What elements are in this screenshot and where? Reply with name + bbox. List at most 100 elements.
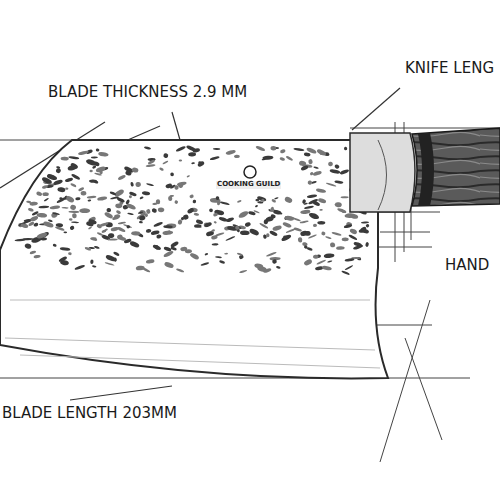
hammer-mark: [329, 169, 340, 175]
hammer-mark: [271, 198, 276, 203]
hammer-mark: [271, 209, 275, 212]
hammer-mark: [65, 177, 74, 183]
hammer-mark: [90, 237, 98, 242]
handle-ring: [418, 133, 434, 206]
hammer-mark: [190, 253, 196, 257]
hammer-mark: [219, 260, 226, 265]
hammer-mark: [225, 236, 235, 241]
hammer-mark: [179, 159, 183, 161]
hammer-mark: [108, 239, 118, 241]
hammer-mark: [147, 159, 155, 165]
hammer-mark: [244, 222, 251, 228]
hammer-mark: [312, 170, 322, 176]
hammer-mark: [365, 242, 369, 247]
hammer-mark: [91, 156, 98, 158]
hammer-mark: [144, 146, 151, 150]
hammer-mark: [85, 158, 97, 166]
hammer-mark: [88, 226, 92, 230]
hammer-mark: [24, 243, 32, 250]
hammer-mark: [170, 246, 177, 251]
hammer-mark: [89, 179, 97, 183]
hammer-mark: [276, 266, 281, 270]
hammer-mark: [361, 228, 370, 235]
hammer-mark: [92, 165, 97, 169]
hammer-mark: [274, 197, 279, 200]
hammer-mark: [185, 249, 192, 253]
hammer-mark: [318, 197, 327, 204]
hammer-mark: [187, 207, 195, 214]
hammer-mark: [146, 209, 151, 214]
guide-lines: [0, 122, 500, 462]
hammer-mark: [57, 187, 66, 193]
hammer-mark: [106, 208, 111, 213]
hammer-mark: [108, 233, 115, 238]
hammer-mark: [170, 241, 179, 249]
hammer-mark: [55, 168, 61, 174]
bolster-curve: [378, 140, 387, 210]
hammer-mark: [146, 229, 152, 233]
hammer-mark: [52, 212, 60, 216]
hammer-mark: [313, 224, 317, 228]
hammer-mark: [104, 228, 108, 232]
hammered-texture: [15, 144, 374, 275]
hammer-mark: [84, 246, 91, 251]
hammer-mark: [47, 173, 56, 179]
hammer-mark: [237, 252, 244, 256]
hammer-mark: [58, 256, 67, 263]
hammer-mark: [272, 259, 278, 265]
hammer-mark: [215, 256, 222, 259]
hammer-mark: [129, 240, 140, 248]
hammer-mark: [308, 198, 319, 205]
hammer-mark: [334, 202, 342, 208]
hammer-mark: [342, 237, 349, 241]
hammer-mark: [269, 230, 278, 237]
hammer-mark: [36, 191, 43, 197]
hammer-mark: [60, 247, 71, 251]
hammer-mark: [255, 145, 265, 152]
hammer-mark: [313, 254, 319, 259]
hammer-mark: [188, 152, 196, 157]
hammer-mark: [78, 150, 89, 156]
hammer-mark: [326, 182, 337, 187]
hammer-mark: [126, 203, 137, 210]
hammer-mark: [331, 231, 341, 236]
hammer-mark: [53, 179, 64, 186]
hammer-mark: [353, 244, 364, 250]
hammer-mark: [127, 212, 134, 215]
dimension-label: HAND: [445, 257, 489, 274]
hammer-mark: [96, 224, 102, 229]
hammer-mark: [349, 228, 358, 235]
hammer-mark: [129, 195, 132, 198]
hammer-mark: [257, 195, 267, 202]
hammer-mark: [48, 219, 53, 223]
hammer-mark: [170, 172, 174, 176]
hammer-mark: [263, 219, 268, 225]
hammer-mark: [118, 221, 126, 224]
hammer-mark: [56, 196, 67, 204]
hammer-mark: [327, 260, 332, 263]
hammer-mark: [104, 211, 114, 219]
hammer-mark: [87, 195, 97, 198]
hammer-mark: [110, 226, 119, 231]
hammer-mark: [74, 264, 85, 270]
hammer-mark: [285, 155, 293, 161]
hammer-mark: [239, 269, 247, 273]
hammer-mark: [136, 265, 145, 270]
logo-emblem: [244, 166, 256, 178]
handle: [412, 128, 500, 206]
hammer-mark: [298, 237, 303, 243]
hammer-mark: [321, 231, 326, 236]
hammer-mark: [218, 216, 227, 222]
hammer-mark: [177, 181, 187, 187]
hammer-mark: [97, 232, 104, 237]
hammer-mark: [164, 261, 175, 269]
hammer-mark: [142, 191, 151, 196]
hammer-mark: [158, 207, 164, 212]
hammer-mark: [165, 183, 173, 189]
hammer-mark: [151, 208, 157, 213]
hammer-mark: [68, 252, 72, 255]
hammer-mark: [115, 203, 122, 208]
leader-lines: [0, 88, 400, 400]
hammer-mark: [117, 174, 126, 180]
hammer-mark: [204, 221, 213, 227]
